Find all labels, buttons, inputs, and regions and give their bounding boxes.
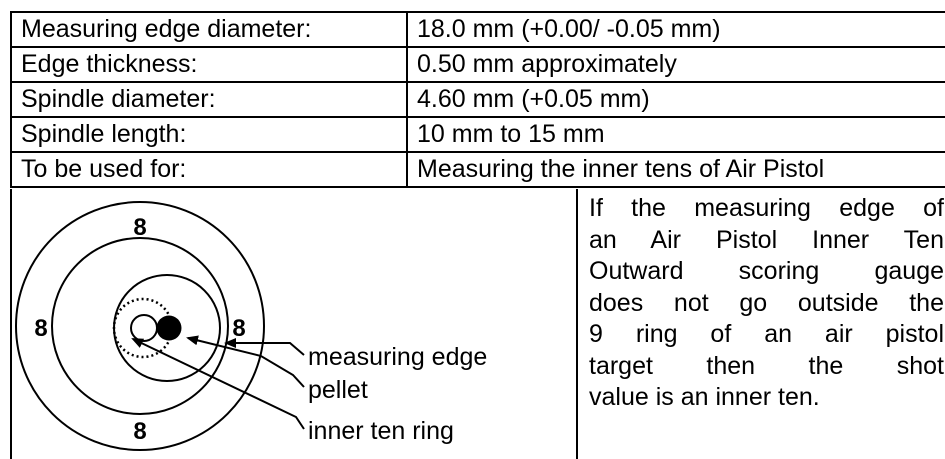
spec-row: Spindle diameter: 4.60 mm (+0.05 mm) bbox=[10, 81, 945, 118]
spec-label: Spindle diameter: bbox=[10, 81, 408, 118]
measuring-edge-arrow bbox=[224, 338, 305, 356]
spec-value: 18.0 mm (+0.00/ -0.05 mm) bbox=[406, 11, 945, 48]
spec-row: To be used for: Measuring the inner tens… bbox=[10, 151, 945, 188]
note-line: Outward scoring gauge bbox=[589, 257, 944, 285]
note-line: 9 ring of an air pistol bbox=[589, 320, 944, 348]
outer-ring-8 bbox=[15, 201, 265, 451]
panel-divider bbox=[576, 189, 578, 459]
spec-row: Measuring edge diameter: 18.0 mm (+0.00/… bbox=[10, 11, 945, 48]
ring-label-right: 8 bbox=[232, 315, 245, 342]
spec-row: Spindle length: 10 mm to 15 mm bbox=[10, 116, 945, 153]
spec-label: Measuring edge diameter: bbox=[10, 11, 408, 48]
spec-label: Edge thickness: bbox=[10, 46, 408, 83]
target-diagram: 8 8 8 8 measuring edge pellet inner ten … bbox=[15, 201, 487, 451]
spec-value: Measuring the inner tens of Air Pistol bbox=[406, 151, 945, 188]
ring-9 bbox=[51, 237, 229, 415]
inner-ten-ring-label: inner ten ring bbox=[308, 417, 454, 445]
note-line: If the measuring edge of bbox=[589, 194, 944, 222]
spec-value: 10 mm to 15 mm bbox=[406, 116, 945, 153]
target-center bbox=[130, 314, 158, 342]
pellet-dot bbox=[156, 315, 182, 341]
ring-label-bottom: 8 bbox=[133, 418, 146, 445]
spec-row: Edge thickness: 0.50 mm approximately bbox=[10, 46, 945, 83]
pellet-arrow bbox=[186, 335, 305, 388]
pellet-label: pellet bbox=[308, 376, 368, 404]
ring-label-top: 8 bbox=[133, 214, 146, 241]
spec-value: 4.60 mm (+0.05 mm) bbox=[406, 81, 945, 118]
spec-value: 0.50 mm approximately bbox=[406, 46, 945, 83]
note-line: does not go outside the bbox=[589, 288, 944, 317]
explanation-text: If the measuring edge of an Air Pistol I… bbox=[589, 193, 944, 414]
spec-label: Spindle length: bbox=[10, 116, 408, 153]
spec-label: To be used for: bbox=[10, 151, 408, 188]
note-line: an Air Pistol Inner Ten bbox=[589, 225, 944, 254]
note-line: value is an inner ten. bbox=[589, 383, 820, 411]
measuring-edge-label: measuring edge bbox=[308, 343, 487, 371]
note-line: target then the shot bbox=[589, 351, 944, 380]
ring-label-left: 8 bbox=[34, 315, 47, 342]
illustration-panel: 8 8 8 8 measuring edge pellet inner ten … bbox=[10, 189, 945, 459]
inner-ten-ring-arrow bbox=[131, 338, 305, 430]
